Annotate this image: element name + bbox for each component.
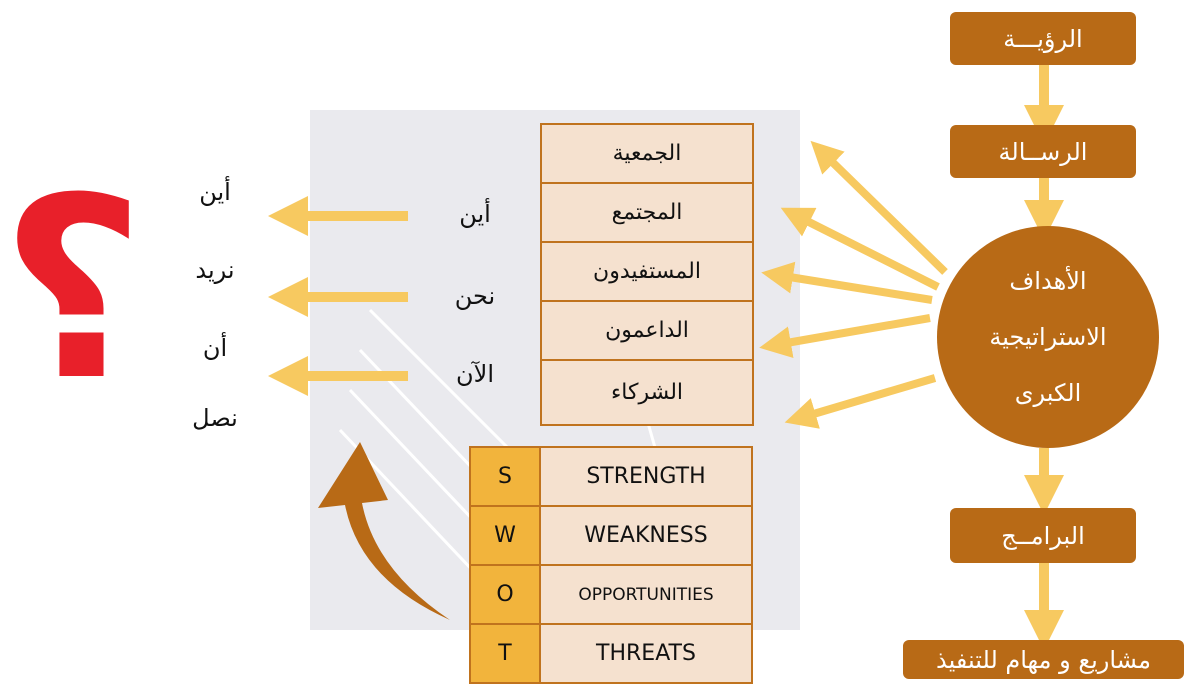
arrow-to-supporters [759, 314, 931, 359]
swot-word-threats: THREATS [539, 623, 753, 684]
where-now-1: أين [459, 200, 491, 228]
stakeholder-label: المجتمع [611, 200, 683, 225]
where-go-1: أين [199, 178, 231, 206]
where-go-4: نصل [192, 404, 238, 432]
projects-box: مشاريع و مهام للتنفيذ [903, 640, 1184, 679]
vision-box: الرؤيـــة [950, 12, 1136, 65]
stakeholder-label: الجمعية [612, 141, 682, 166]
goals-line-1: الأهداف [1009, 267, 1087, 295]
swot-letter-w: W [469, 505, 541, 566]
arrow-to-association [810, 140, 948, 275]
stakeholder-label: الداعمون [605, 318, 689, 343]
where-now-2: نحن [454, 282, 496, 310]
strategic-goals-circle: الأهداف الاستراتيجية الكبرى [937, 226, 1159, 448]
stakeholder-label: المستفيدون [593, 259, 701, 284]
arrow-to-community [780, 207, 940, 291]
where-go-3: أن [202, 334, 228, 362]
where-now-3: الآن [456, 360, 494, 388]
mission-label: الرســالة [998, 137, 1088, 166]
stakeholder-label: الشركاء [610, 380, 684, 405]
goals-line-2: الاستراتيجية [989, 323, 1107, 351]
swot-letter-s: S [469, 446, 541, 507]
programs-label: البرامــج [1001, 521, 1085, 550]
where-go-2: نريد [195, 256, 235, 284]
curved-brown-arrow [318, 442, 450, 620]
stakeholder-supporters: الداعمون [540, 300, 754, 361]
swot-word-opportunities: OPPORTUNITIES [539, 564, 753, 625]
goals-line-3: الكبرى [1014, 379, 1082, 407]
mission-box: الرســالة [950, 125, 1136, 178]
swot-letter-o: O [469, 564, 541, 625]
vision-label: الرؤيـــة [1003, 24, 1083, 53]
swot-word-strength: STRENGTH [539, 446, 753, 507]
projects-label: مشاريع و مهام للتنفيذ [936, 645, 1151, 674]
stakeholder-beneficiaries: المستفيدون [540, 241, 754, 302]
stakeholder-association: الجمعية [540, 123, 754, 184]
stakeholder-community: المجتمع [540, 182, 754, 243]
stakeholder-partners: الشركاء [540, 359, 754, 426]
programs-box: البرامــج [950, 508, 1136, 563]
swot-word-weakness: WEAKNESS [539, 505, 753, 566]
arrow-to-partners [784, 374, 937, 429]
swot-letter-t: T [469, 623, 541, 684]
arrow-to-beneficiaries [761, 261, 933, 304]
question-mark-icon: ؟ [0, 144, 146, 435]
